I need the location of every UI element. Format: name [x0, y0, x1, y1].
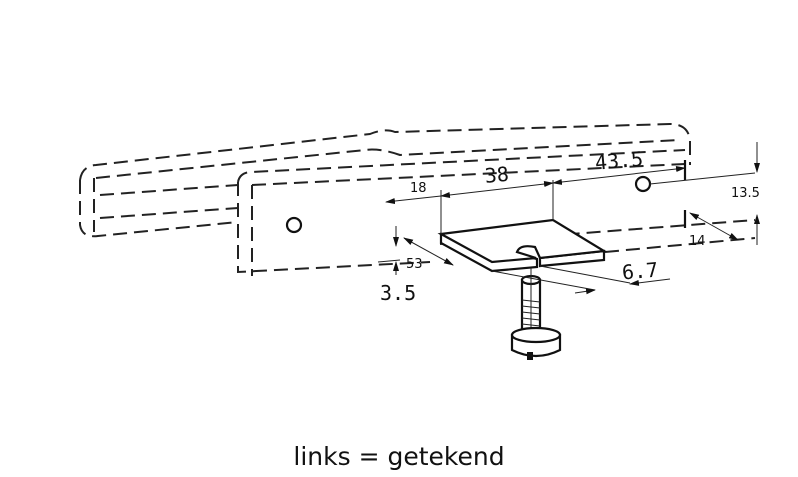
dimension-43-5: 43.5 [594, 147, 644, 175]
dimension-38: 38 [484, 162, 510, 188]
dimension-53: 53 [406, 257, 423, 272]
dimension-lines [377, 142, 760, 295]
slotted-plate [437, 218, 608, 273]
dimension-13-5: 13.5 [731, 186, 760, 201]
dimension-3-5: 3.5 [380, 281, 416, 305]
dimension-18: 18 [410, 181, 427, 196]
back-bar-outline [79, 122, 691, 238]
screw [510, 268, 562, 360]
caption: links = getekend [293, 442, 505, 471]
mounting-hole-left [285, 216, 303, 234]
mounting-hole-right [634, 175, 652, 193]
dimension-14: 14 [689, 234, 706, 249]
dimension-6-7: 6.7 [621, 257, 659, 284]
